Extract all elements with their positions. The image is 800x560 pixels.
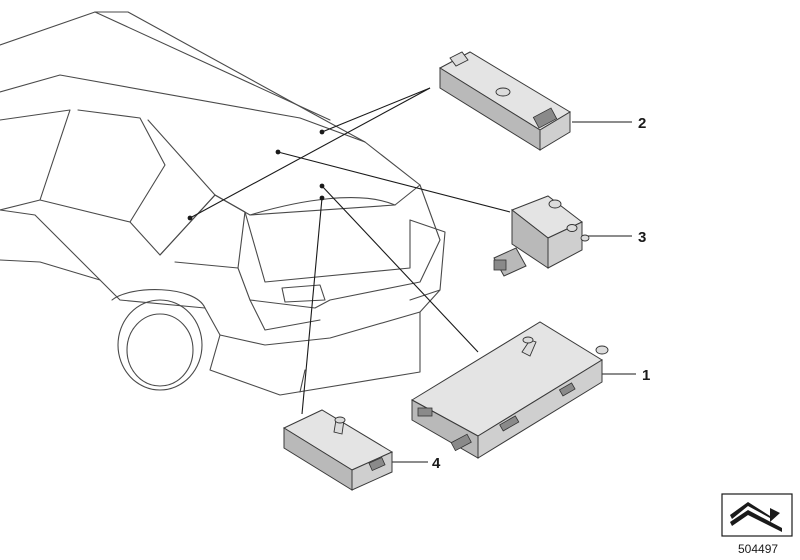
part-1-control-unit[interactable]	[410, 321, 609, 459]
leader-dot	[275, 149, 281, 155]
leader-lines	[187, 87, 636, 463]
reference-number: 504497	[738, 542, 778, 556]
part-2-antenna-module[interactable]	[438, 51, 571, 151]
callout-number-1: 1	[642, 367, 650, 384]
part-4-small-module[interactable]	[282, 409, 394, 491]
callout-number-2: 2	[638, 115, 646, 132]
leader-line-1a	[321, 185, 479, 353]
callout-number-4: 4	[432, 455, 441, 472]
leader-dot	[319, 195, 325, 201]
direction-arrow-icon	[730, 502, 782, 532]
part-3-connector-module[interactable]	[493, 195, 590, 277]
leader-dot	[319, 129, 325, 135]
leader-line-3a	[277, 151, 511, 213]
leader-line-4a	[301, 197, 323, 415]
leader-dot	[187, 215, 193, 221]
car-outline	[0, 11, 446, 396]
callout-number-3: 3	[638, 229, 646, 246]
leader-line-2b	[189, 87, 431, 219]
leader-line-2a	[321, 87, 431, 133]
leader-dot	[319, 183, 325, 189]
reference-box	[721, 493, 793, 537]
